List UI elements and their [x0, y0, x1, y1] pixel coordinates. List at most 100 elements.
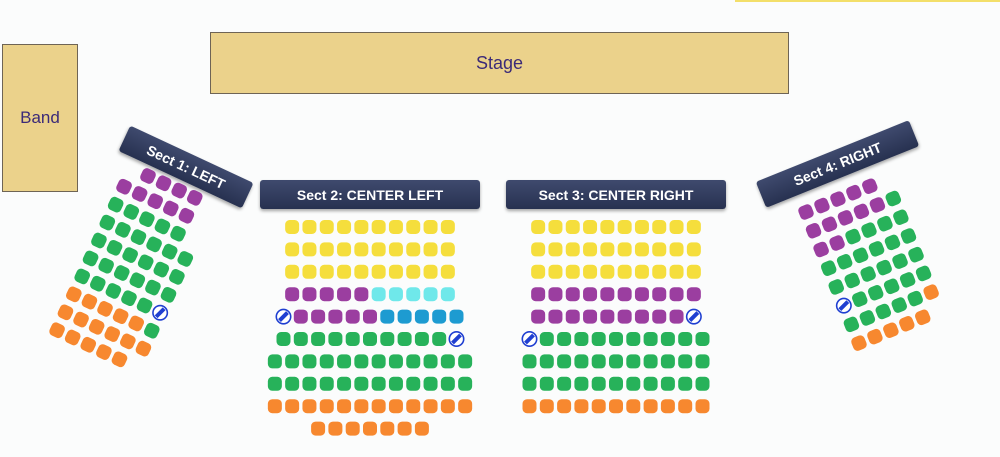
seat-purple[interactable] [861, 177, 879, 195]
seat-purple[interactable] [354, 287, 369, 302]
seat-light-cyan[interactable] [371, 287, 386, 302]
seat-yellow[interactable] [686, 220, 701, 234]
seat-orange[interactable] [48, 321, 67, 340]
seat-green[interactable] [851, 290, 869, 308]
seat-yellow[interactable] [531, 264, 546, 279]
seat-green[interactable] [129, 228, 148, 247]
seat-green[interactable] [135, 296, 154, 315]
seat-purple[interactable] [845, 184, 863, 202]
seat-yellow[interactable] [440, 264, 455, 279]
seat-green[interactable] [899, 271, 917, 289]
seat-orange[interactable] [79, 335, 98, 354]
seat-green[interactable] [423, 376, 438, 391]
seat-purple[interactable] [548, 287, 563, 302]
seat-orange[interactable] [267, 399, 282, 414]
seat-orange[interactable] [96, 300, 115, 319]
seat-green[interactable] [591, 376, 606, 391]
seat-purple[interactable] [600, 309, 615, 324]
seat-green[interactable] [883, 277, 901, 295]
seat-yellow[interactable] [406, 242, 421, 257]
seat-green[interactable] [169, 224, 188, 243]
seat-purple[interactable] [600, 287, 615, 302]
seat-yellow[interactable] [548, 220, 563, 234]
seat-purple[interactable] [797, 203, 815, 221]
seat-orange[interactable] [95, 343, 114, 362]
seat-purple[interactable] [617, 287, 632, 302]
seat-green[interactable] [159, 285, 178, 304]
seat-green[interactable] [678, 332, 693, 346]
seat-yellow[interactable] [440, 242, 455, 257]
seat-green[interactable] [120, 289, 139, 308]
seat-green[interactable] [695, 332, 710, 346]
seat-orange[interactable] [866, 328, 884, 346]
seat-green[interactable] [557, 354, 572, 369]
seat-purple[interactable] [531, 287, 546, 302]
seat-green[interactable] [876, 215, 894, 233]
seat-yellow[interactable] [583, 220, 598, 234]
seat-orange[interactable] [458, 399, 473, 414]
seat-purple[interactable] [345, 309, 360, 324]
seat-green[interactable] [591, 354, 606, 369]
seat-green[interactable] [267, 354, 282, 369]
seat-purple[interactable] [170, 181, 189, 200]
seat-yellow[interactable] [634, 242, 649, 257]
seat-green[interactable] [414, 332, 429, 346]
seat-green[interactable] [609, 354, 623, 369]
seat-yellow[interactable] [634, 264, 649, 279]
seat-yellow[interactable] [565, 220, 580, 234]
seat-green[interactable] [591, 332, 606, 346]
seat-purple[interactable] [686, 287, 701, 302]
seat-yellow[interactable] [285, 220, 300, 234]
seat-orange[interactable] [80, 292, 99, 311]
seat-green[interactable] [858, 309, 876, 327]
seat-green[interactable] [285, 354, 300, 369]
seat-yellow[interactable] [617, 242, 632, 257]
seat-purple[interactable] [302, 287, 317, 302]
seat-orange[interactable] [557, 399, 572, 414]
seat-yellow[interactable] [388, 264, 403, 279]
seat-green[interactable] [142, 321, 161, 340]
seat-yellow[interactable] [354, 220, 369, 234]
seat-yellow[interactable] [531, 220, 546, 234]
seat-green[interactable] [105, 238, 124, 257]
seat-green[interactable] [626, 332, 641, 346]
seat-orange[interactable] [397, 421, 412, 436]
seat-yellow[interactable] [319, 264, 334, 279]
seat-orange[interactable] [609, 399, 623, 414]
seat-yellow[interactable] [285, 242, 300, 257]
seat-green[interactable] [695, 376, 710, 391]
seat-orange[interactable] [371, 399, 386, 414]
seat-green[interactable] [660, 354, 675, 369]
seat-orange[interactable] [319, 399, 334, 414]
seat-orange[interactable] [882, 321, 900, 339]
seat-green[interactable] [883, 233, 901, 251]
seat-green[interactable] [319, 376, 334, 391]
seat-green[interactable] [97, 256, 116, 275]
seat-yellow[interactable] [565, 242, 580, 257]
seat-light-cyan[interactable] [423, 287, 438, 302]
seat-green[interactable] [423, 354, 438, 369]
seat-green[interactable] [859, 265, 877, 283]
seat-yellow[interactable] [319, 220, 334, 234]
seat-green[interactable] [302, 354, 317, 369]
seat-orange[interactable] [695, 399, 710, 414]
seat-yellow[interactable] [600, 264, 615, 279]
accessible-seat-icon[interactable] [448, 331, 465, 347]
seat-yellow[interactable] [652, 220, 667, 234]
seat-yellow[interactable] [337, 220, 352, 234]
seat-green[interactable] [626, 376, 641, 391]
seat-purple[interactable] [548, 309, 563, 324]
seat-green[interactable] [153, 217, 172, 236]
seat-yellow[interactable] [388, 242, 403, 257]
seat-yellow[interactable] [371, 264, 386, 279]
seat-green[interactable] [574, 332, 589, 346]
seat-green[interactable] [827, 278, 845, 296]
seat-orange[interactable] [87, 318, 106, 337]
seat-orange[interactable] [914, 308, 932, 326]
seat-green[interactable] [678, 376, 693, 391]
seat-orange[interactable] [414, 421, 429, 436]
seat-yellow[interactable] [600, 220, 615, 234]
seat-orange[interactable] [406, 399, 421, 414]
seat-orange[interactable] [63, 328, 82, 347]
seat-green[interactable] [363, 332, 377, 346]
